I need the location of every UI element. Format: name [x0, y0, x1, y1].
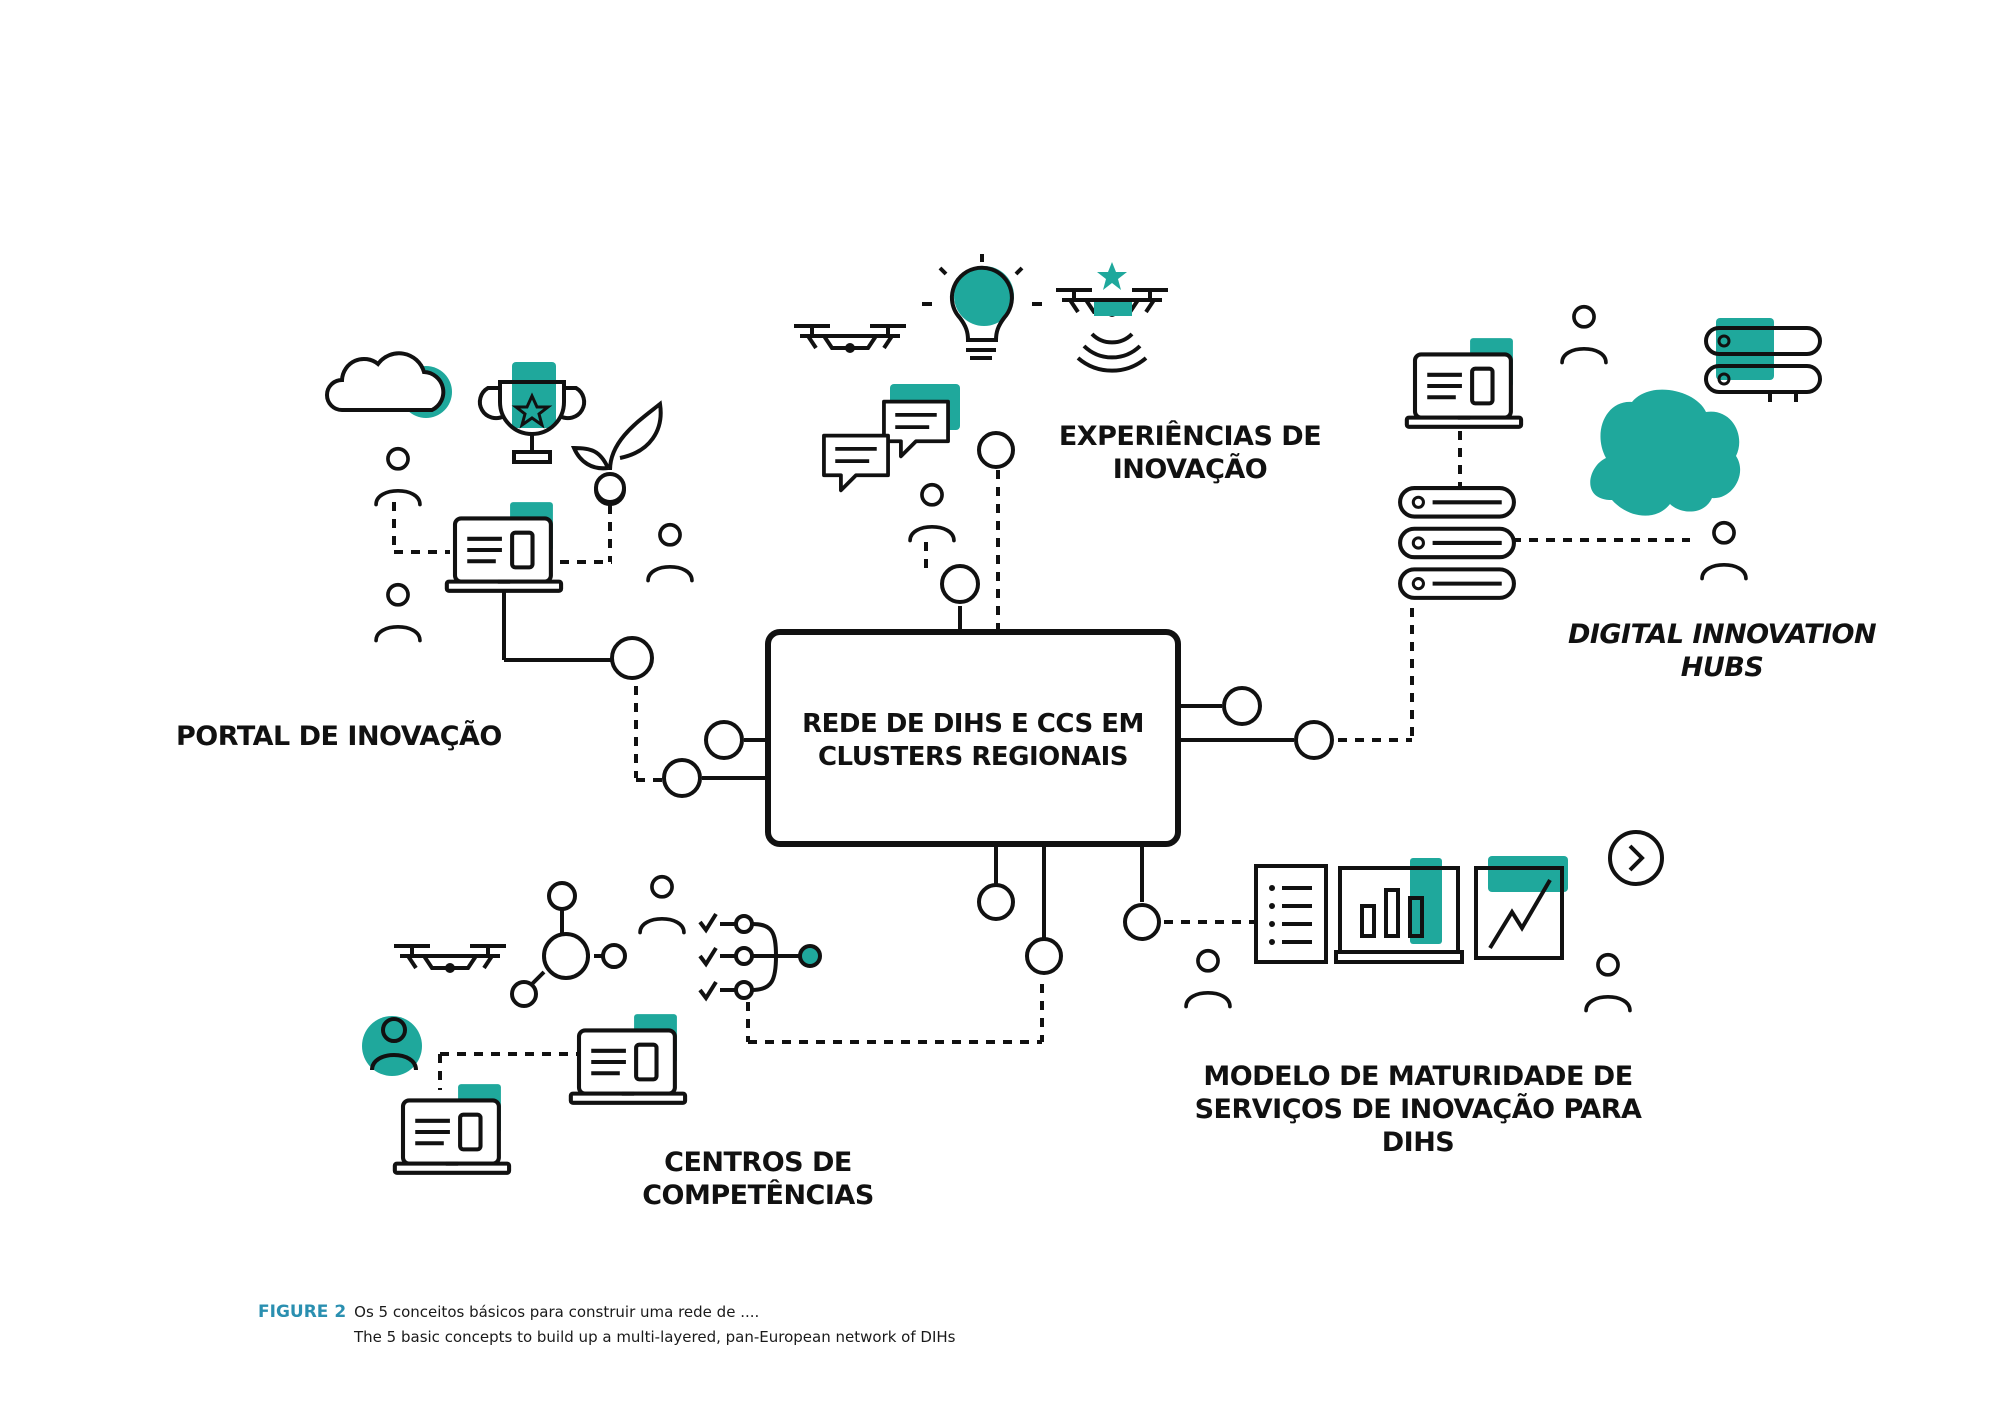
- figure-number: FIGURE 2: [258, 1302, 347, 1322]
- dih-label: DIGITAL INNOVATION HUBS: [1552, 618, 1892, 684]
- experiencias-label-line1: EXPERIÊNCIAS DE: [1058, 421, 1322, 452]
- drone-icon: [792, 324, 908, 355]
- person-icon: [1184, 948, 1232, 1009]
- trophy-icon: [477, 362, 587, 464]
- dih-icons: [1400, 304, 1822, 598]
- center-label-line2: CLUSTERS REGIONAIS: [817, 742, 1129, 772]
- modelo-label-line2: SERVIÇOS DE INOVAÇÃO PARA: [1194, 1094, 1642, 1125]
- drone-icon: [392, 944, 508, 975]
- modelo-label-line1: MODELO DE MATURIDADE DE: [1203, 1061, 1633, 1092]
- arrow-circle-icon: [1608, 830, 1664, 886]
- person-icon: [1584, 952, 1632, 1013]
- bar-chart-icon: [1334, 858, 1464, 964]
- figure-caption: FIGURE 2 Os 5 conceitos básicos para cons…: [258, 1300, 955, 1350]
- laptop-icon: [571, 1014, 685, 1103]
- experiencias-label: EXPERIÊNCIAS DE INOVAÇÃO: [1040, 420, 1340, 486]
- portal-label: PORTAL DE INOVAÇÃO: [176, 720, 536, 753]
- experiencias-label-line2: INOVAÇÃO: [1112, 454, 1268, 485]
- experiencias-icons: [792, 254, 1170, 543]
- modelo-label: MODELO DE MATURIDADE DE SERVIÇOS DE INOV…: [1168, 1060, 1668, 1159]
- person-icon: [646, 522, 694, 583]
- caption-line1: Os 5 conceitos básicos para construir um…: [354, 1303, 760, 1321]
- laptop-icon: [1407, 338, 1521, 427]
- server-icon: [1704, 318, 1822, 402]
- line-chart-icon: [1474, 856, 1568, 960]
- plant-icon: [570, 400, 663, 504]
- person-icon: [374, 582, 422, 643]
- center-label: REDE DE DIHS E CCS EM CLUSTERS REGIONAIS: [778, 708, 1168, 774]
- center-label-line1: REDE DE DIHS E CCS EM: [802, 709, 1144, 739]
- checklist-icon: [1254, 864, 1328, 964]
- cloud-icon: [325, 351, 452, 418]
- centros-label: CENTROS DE COMPETÊNCIAS: [608, 1146, 908, 1212]
- center-box: [765, 629, 1181, 847]
- drone-icon: [1054, 262, 1170, 373]
- modelo-icons: [1184, 830, 1664, 1013]
- person-icon: [908, 482, 956, 543]
- server-icon: [1400, 488, 1514, 598]
- modelo-label-line3: DIHS: [1381, 1127, 1455, 1158]
- solid-connectors: [502, 592, 1294, 992]
- lightbulb-icon: [922, 254, 1042, 360]
- person-icon: [374, 446, 422, 507]
- portal-label-text: PORTAL DE INOVAÇÃO: [176, 721, 502, 752]
- cloud-icon: [1590, 389, 1741, 516]
- laptop-icon: [395, 1084, 509, 1173]
- caption-line2: The 5 basic concepts to build up a multi…: [354, 1328, 956, 1346]
- dih-label-line2: HUBS: [1680, 652, 1764, 683]
- person-icon: [362, 1016, 422, 1076]
- chat-icon: [822, 384, 960, 493]
- centros-label-line1: CENTROS DE: [664, 1147, 852, 1178]
- portal-icons: [325, 351, 694, 643]
- centros-icons: [362, 874, 822, 1173]
- checklist-icon: [698, 912, 822, 1002]
- dih-label-line1: DIGITAL INNOVATION: [1567, 619, 1877, 650]
- person-icon: [1560, 304, 1608, 365]
- person-icon: [638, 874, 686, 935]
- dashed-connectors: [392, 414, 1690, 1090]
- hub-network-icon: [510, 881, 627, 1008]
- connector-nodes: [594, 431, 1334, 975]
- centros-label-line2: COMPETÊNCIAS: [642, 1180, 874, 1211]
- laptop-icon: [447, 502, 561, 591]
- person-icon: [1700, 520, 1748, 581]
